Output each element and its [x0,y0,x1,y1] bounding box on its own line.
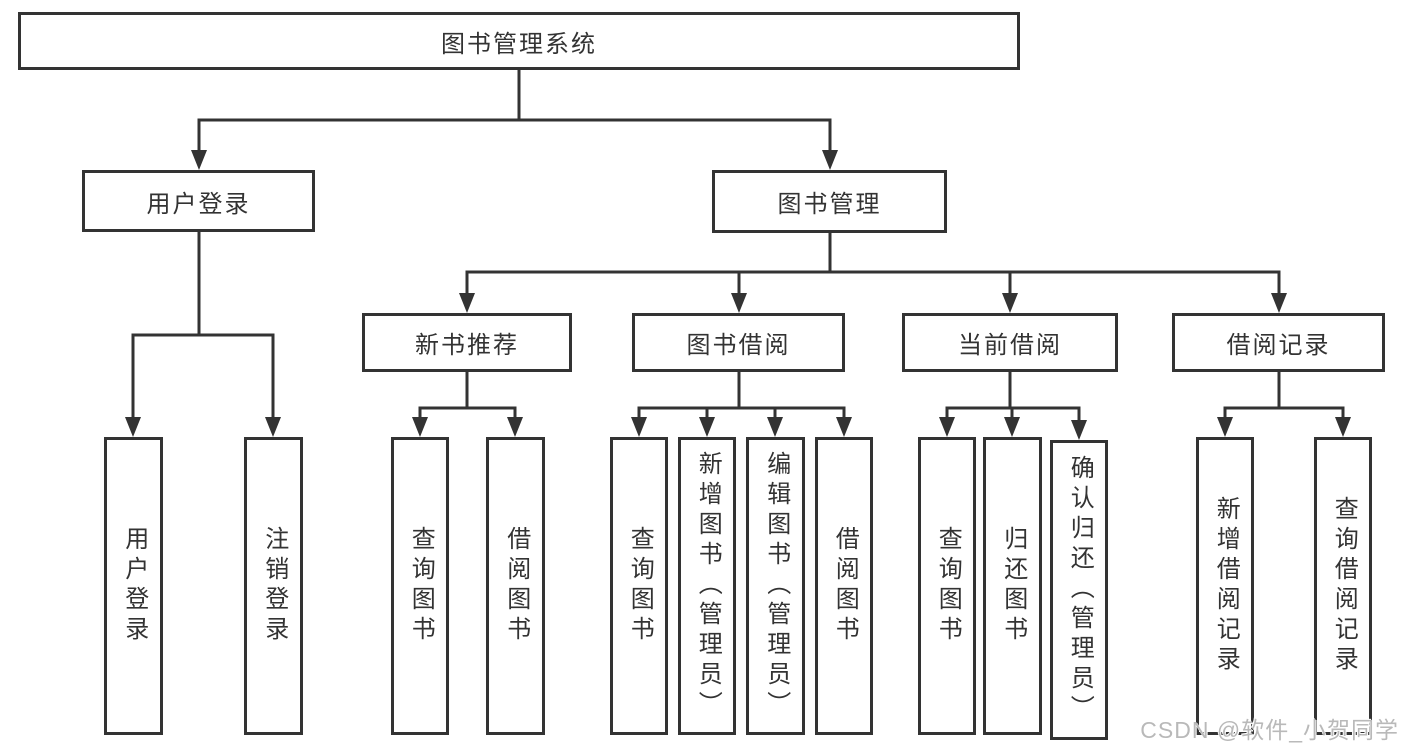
node-new-book-recommend-label: 新书推荐 [415,332,519,359]
leaf-add-borrow-record: 新增借阅记录 [1196,437,1254,735]
leaf-add-books-admin: 新增图书（管理员） [678,437,736,735]
leaf-logout: 注销登录 [244,437,303,735]
leaf-return-books-label: 归还图书 [999,526,1027,646]
leaf-query-books-2-label: 查询图书 [626,526,654,646]
leaf-query-borrow-record: 查询借阅记录 [1314,437,1372,735]
leaf-user-login-label: 用户登录 [120,526,148,646]
node-book-borrowing: 图书借阅 [632,313,845,372]
node-root-label: 图书管理系统 [441,30,597,58]
leaf-borrow-books-2: 借阅图书 [815,437,873,735]
node-root: 图书管理系统 [18,12,1020,70]
leaf-borrow-books-1-label: 借阅图书 [502,526,530,646]
node-book-management-label: 图书管理 [777,191,882,218]
leaf-user-login: 用户登录 [104,437,163,735]
leaf-add-books-admin-label: 新增图书（管理员） [694,451,722,721]
leaf-query-books-1: 查询图书 [391,437,449,735]
leaf-borrow-books-2-label: 借阅图书 [831,526,859,646]
node-user-login: 用户登录 [82,170,315,232]
leaf-query-borrow-record-label: 查询借阅记录 [1330,496,1358,676]
leaf-query-books-2: 查询图书 [610,437,668,735]
node-current-borrowing-label: 当前借阅 [958,332,1062,359]
leaf-borrow-books-1: 借阅图书 [486,437,545,735]
leaf-confirm-return-admin-label: 确认归还（管理员） [1066,455,1094,725]
leaf-logout-label: 注销登录 [260,526,288,646]
watermark: CSDN @软件_小贺同学 [1140,717,1399,743]
leaf-add-borrow-record-label: 新增借阅记录 [1212,496,1240,676]
node-new-book-recommend: 新书推荐 [362,313,572,372]
leaf-edit-books-admin: 编辑图书（管理员） [746,437,805,735]
leaf-query-books-3: 查询图书 [918,437,976,735]
node-borrowing-records: 借阅记录 [1172,313,1385,372]
leaf-query-books-3-label: 查询图书 [934,526,962,646]
leaf-edit-books-admin-label: 编辑图书（管理员） [762,451,790,721]
leaf-query-books-1-label: 查询图书 [407,526,435,646]
node-book-management: 图书管理 [712,170,947,233]
node-current-borrowing: 当前借阅 [902,313,1118,372]
node-user-login-label: 用户登录 [146,190,251,218]
node-borrowing-records-label: 借阅记录 [1226,332,1331,359]
leaf-confirm-return-admin: 确认归还（管理员） [1050,440,1108,740]
node-book-borrowing-label: 图书借阅 [686,332,791,359]
leaf-return-books: 归还图书 [983,437,1042,735]
